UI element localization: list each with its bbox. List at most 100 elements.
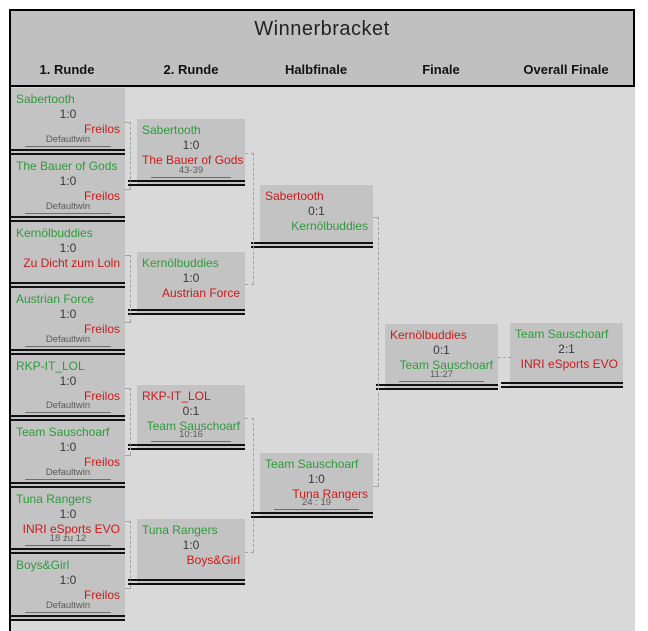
bracket-connector-stub — [125, 321, 131, 323]
round-column-header: Overall Finale — [523, 62, 609, 77]
team1-name: Sabertooth — [16, 92, 75, 106]
team2-name: The Bauer of Gods — [142, 153, 244, 167]
team2-name: Boys&Girl — [186, 553, 240, 567]
match-underline — [11, 282, 125, 288]
match-note: Defaultwin — [25, 467, 111, 480]
bracket-connector-vertical — [130, 388, 131, 455]
bracket-connector-stub — [245, 552, 254, 553]
match-note: Defaultwin — [25, 400, 111, 413]
match-score: 1:0 — [182, 538, 200, 552]
team1-name: RKP-IT_LOL — [142, 389, 211, 403]
bracket-connector-stub — [125, 454, 131, 456]
match-underline — [11, 482, 125, 488]
round-column-header: Finale — [422, 62, 460, 77]
bracket-connector-vertical — [130, 521, 131, 588]
match-underline — [11, 548, 125, 554]
team1-name: Team Sauschoarf — [265, 457, 359, 471]
team2-name: Freilos — [83, 389, 120, 403]
match-note: Defaultwin — [25, 600, 111, 613]
match-score: 1:0 — [59, 507, 77, 521]
match-score: 1:0 — [59, 307, 77, 321]
match-score: 1:0 — [308, 472, 325, 486]
match-score: 1:0 — [59, 241, 77, 255]
match-score: 1:0 — [182, 138, 200, 152]
bracket-connector-stub — [125, 388, 131, 389]
match-underline — [11, 415, 125, 421]
match-score: 1:0 — [59, 374, 77, 388]
match-note — [274, 228, 359, 240]
match-note — [25, 268, 111, 280]
match-note: 43-39 — [151, 165, 231, 178]
match-score: 1:0 — [182, 271, 200, 285]
bracket-title: Winnerbracket — [254, 18, 390, 40]
bracket-connector-stub — [125, 255, 131, 256]
bracket-connector-stub — [245, 152, 254, 154]
team2-name: INRI eSports EVO — [520, 357, 618, 371]
team2-name: Zu Dicht zum Loln — [23, 256, 120, 270]
match-score: 1:0 — [59, 440, 77, 454]
team2-name: Tuna Rangers — [292, 487, 368, 501]
match-score: 1:0 — [59, 174, 77, 188]
team2-name: Freilos — [83, 189, 120, 203]
team2-name: Freilos — [83, 455, 120, 469]
bracket-connector-stub — [125, 521, 131, 522]
team1-name: Kernölbuddies — [16, 226, 93, 240]
match-note: 10:16 — [151, 429, 231, 442]
team2-name: Team Sauschoarf — [146, 419, 240, 433]
winnerbracket-panel: Winnerbracket 1. Runde 2. Runde Halbfina… — [9, 9, 635, 631]
match-note: Defaultwin — [25, 334, 111, 347]
match-underline — [251, 512, 373, 518]
match-underline — [128, 444, 245, 450]
bracket-connector-vertical — [253, 417, 254, 552]
match-underline — [128, 309, 245, 315]
match-underline — [11, 216, 125, 222]
match-note — [151, 565, 231, 577]
team2-name: Kernölbuddies — [291, 219, 368, 233]
team1-name: Team Sauschoarf — [16, 425, 110, 439]
round-column-header: 1. Runde — [39, 62, 95, 77]
team1-name: The Bauer of Gods — [16, 159, 118, 173]
match-score: 1:0 — [59, 107, 77, 121]
match-note: Defaultwin — [25, 201, 111, 214]
team1-name: Tuna Rangers — [16, 492, 92, 506]
match-note: 18 zu 12 — [25, 533, 111, 546]
match-score: 2:1 — [558, 342, 575, 356]
bracket-connector-stub — [125, 188, 131, 190]
match-underline — [11, 149, 125, 155]
match-score: 0:1 — [308, 204, 325, 218]
match-note: 11:27 — [399, 369, 484, 382]
team2-name: Freilos — [83, 322, 120, 336]
bracket-connector-stub — [125, 587, 131, 589]
match-note: 24 : 19 — [274, 497, 359, 510]
team2-name: Freilos — [83, 122, 120, 136]
team1-name: Sabertooth — [265, 189, 324, 203]
bracket-connector-stub — [373, 485, 379, 487]
team2-name: INRI eSports EVO — [22, 522, 120, 536]
bracket-connector-vertical — [130, 121, 131, 189]
bracket-connector-vertical — [130, 255, 131, 322]
match-underline — [251, 242, 373, 248]
team1-name: Team Sauschoarf — [515, 327, 609, 341]
match-underline — [128, 579, 245, 585]
match-note — [524, 368, 609, 380]
match-note — [151, 295, 231, 307]
team1-name: Kernölbuddies — [390, 328, 467, 342]
